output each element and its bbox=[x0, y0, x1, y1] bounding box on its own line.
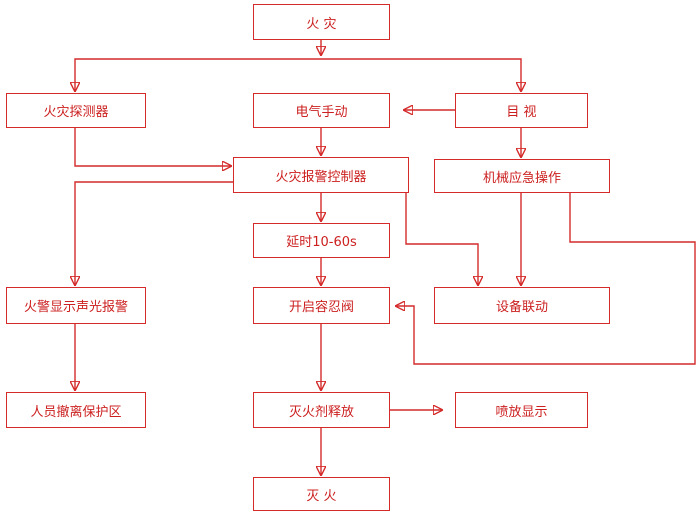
arrow-controller-to-linkage bbox=[405, 193, 478, 285]
arrow-controller-to-alarm bbox=[75, 181, 233, 285]
arrow-detector-to-controller bbox=[74, 128, 231, 166]
node-open-valve: 开启容忍阀 bbox=[253, 287, 390, 324]
arrow-split-to-detector bbox=[75, 58, 321, 91]
node-equipment-linkage: 设备联动 bbox=[434, 287, 610, 324]
arrow-mechanical-to-valve bbox=[396, 193, 696, 365]
node-alarm-display: 火警显示声光报警 bbox=[6, 287, 146, 324]
node-spray-display: 喷放显示 bbox=[455, 392, 588, 428]
node-manual-electric: 电气手动 bbox=[253, 93, 390, 128]
arrow-split-to-visual bbox=[321, 58, 521, 91]
node-agent-release: 灭火剂释放 bbox=[253, 392, 390, 428]
node-alarm-controller: 火灾报警控制器 bbox=[233, 157, 409, 193]
node-extinguish: 灭 火 bbox=[253, 477, 390, 511]
node-visual: 目 视 bbox=[455, 93, 588, 128]
node-evacuate: 人员撤离保护区 bbox=[6, 392, 146, 428]
node-mechanical-emergency: 机械应急操作 bbox=[434, 159, 610, 193]
node-fire-detector: 火灾探测器 bbox=[6, 93, 146, 128]
node-fire: 火 灾 bbox=[253, 4, 390, 40]
node-delay: 延时10-60s bbox=[253, 223, 390, 258]
